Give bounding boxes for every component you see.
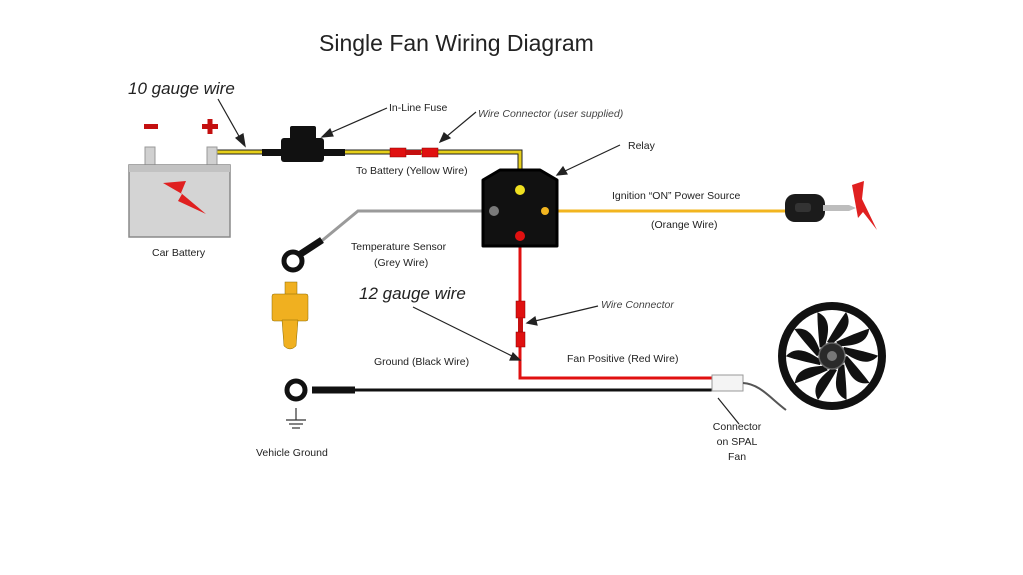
connector-line-1: Connector bbox=[712, 421, 762, 433]
label-grey-wire: (Grey Wire) bbox=[374, 257, 429, 269]
grey-wire bbox=[317, 209, 490, 246]
connector-line-2: on SPAL bbox=[716, 436, 758, 448]
fan-blade bbox=[794, 365, 828, 384]
lightning-icon bbox=[163, 181, 206, 214]
fan-blade bbox=[815, 368, 837, 400]
label-relay: Relay bbox=[628, 140, 655, 152]
label-connector-spal: Connector on SPAL Fan bbox=[706, 421, 768, 463]
label-12-gauge: 12 gauge wire bbox=[359, 284, 466, 303]
fan-blade bbox=[817, 312, 828, 348]
battery-icon bbox=[128, 119, 231, 238]
label-temp-sensor: Temperature Sensor bbox=[351, 241, 447, 253]
relay-icon bbox=[481, 168, 559, 248]
connector-line-3: Fan bbox=[727, 451, 747, 463]
fan-blade bbox=[794, 328, 821, 357]
label-10-gauge: 10 gauge wire bbox=[128, 79, 235, 98]
label-orange-wire: (Orange Wire) bbox=[651, 219, 718, 231]
fan-blade bbox=[827, 312, 849, 344]
fan-connector-icon bbox=[711, 374, 744, 392]
fan-blade bbox=[836, 364, 847, 400]
fan-icon bbox=[778, 302, 886, 410]
label-wire-connector: Wire Connector bbox=[601, 299, 674, 311]
label-fan-positive: Fan Positive (Red Wire) bbox=[567, 353, 679, 365]
fuse-icon bbox=[262, 126, 345, 162]
red-wire bbox=[518, 238, 714, 380]
lightning-icon bbox=[852, 181, 877, 230]
diagram-title: Single Fan Wiring Diagram bbox=[319, 30, 594, 56]
wire-connector-yellow bbox=[389, 147, 439, 158]
wire-connector-red bbox=[515, 300, 526, 348]
label-vehicle-ground: Vehicle Ground bbox=[256, 447, 328, 459]
label-ground-black: Ground (Black Wire) bbox=[374, 356, 470, 368]
fan-blade bbox=[785, 350, 821, 366]
fan-blade bbox=[836, 328, 870, 347]
key-icon bbox=[785, 194, 856, 222]
label-ignition: Ignition “ON” Power Source bbox=[612, 190, 741, 202]
label-to-battery: To Battery (Yellow Wire) bbox=[356, 165, 468, 177]
fan-blade bbox=[843, 355, 870, 384]
label-car-battery: Car Battery bbox=[152, 247, 206, 259]
temperature-sensor-icon bbox=[271, 237, 324, 350]
leader-lines bbox=[217, 98, 740, 425]
fan-blade bbox=[843, 346, 879, 362]
label-inline-fuse: In-Line Fuse bbox=[389, 102, 448, 114]
ground-symbol-icon bbox=[284, 378, 308, 429]
label-wire-connector-user: Wire Connector (user supplied) bbox=[478, 108, 624, 120]
